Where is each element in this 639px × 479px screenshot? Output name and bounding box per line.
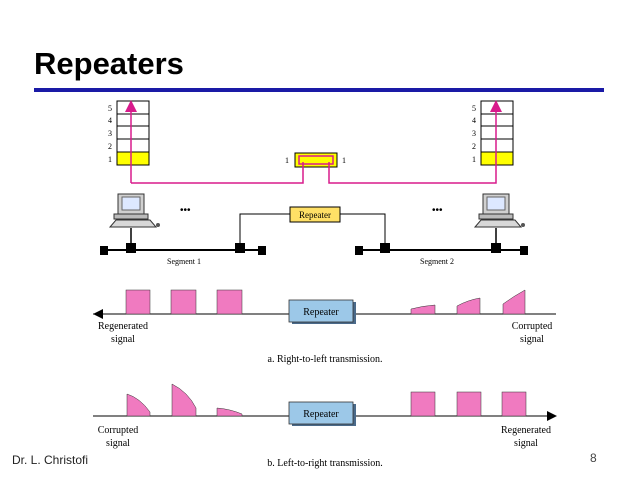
panel-a-left-label-1: Regenerated: [98, 321, 148, 332]
repeater-left-link: [239, 213, 290, 243]
layer-1-label: 1: [108, 155, 112, 164]
panel-a-regenerated-pulses: [125, 289, 243, 315]
layer-1-label: 1: [472, 155, 476, 164]
layer-2-label: 2: [108, 142, 112, 151]
path-repeater-to-right: [328, 162, 497, 184]
panel-a-left-label-2: signal: [111, 334, 135, 345]
repeater-port-right: 1: [342, 156, 346, 165]
panel-b-caption: b. Left-to-right transmission.: [267, 458, 383, 469]
right-ellipsis: •••: [432, 205, 443, 216]
left-ellipsis: •••: [180, 205, 191, 216]
footer-author: Dr. L. Christofi: [12, 453, 89, 467]
repeater-right-link: [340, 213, 386, 243]
panel-b-regenerated-pulses: [410, 391, 527, 417]
path-left-to-repeater: [131, 162, 304, 184]
layer-5-label: 5: [108, 104, 112, 113]
repeater-port-left: 1: [285, 156, 289, 165]
layer-5-label: 5: [472, 104, 476, 113]
panel-b-left-label-2: signal: [106, 438, 130, 449]
layer-4-label: 4: [108, 116, 112, 125]
right-computer-icon: [473, 193, 525, 228]
right-layer-stack: 5 4 3 2 1: [472, 100, 514, 166]
repeater-layer1-box: 1 1: [285, 152, 346, 168]
segment-1-label: Segment 1: [167, 257, 201, 266]
left-computer-icon: [108, 193, 160, 228]
panel-a-right-label-1: Corrupted: [512, 321, 553, 332]
panel-b-right-label-1: Regenerated: [501, 425, 551, 436]
panel-a-corrupted-pulses: [410, 289, 526, 315]
segment-2-bus: [355, 243, 528, 255]
panel-b-repeater-label: Repeater: [303, 409, 339, 420]
panel-b-repeater-box: [288, 401, 354, 425]
panel-a-caption: a. Right-to-left transmission.: [268, 354, 383, 365]
panel-a-repeater-label: Repeater: [303, 307, 339, 318]
segment-2-label: Segment 2: [420, 257, 454, 266]
layer-2-label: 2: [472, 142, 476, 151]
slide-title: Repeaters: [34, 46, 184, 81]
panel-a-right-label-2: signal: [520, 334, 544, 345]
page-number: 8: [590, 451, 597, 465]
panel-b-right-label-2: signal: [514, 438, 538, 449]
title-underline: [34, 88, 604, 92]
left-layer-stack: 5 4 3 2 1: [108, 100, 150, 166]
segment-1-bus: [100, 243, 266, 255]
panel-b-left-label-1: Corrupted: [98, 425, 139, 436]
layer-3-label: 3: [472, 129, 476, 138]
layer-3-label: 3: [108, 129, 112, 138]
repeater-label: Repeater: [299, 210, 331, 220]
panel-b-corrupted-pulses: [126, 383, 243, 417]
layer-4-label: 4: [472, 116, 476, 125]
panel-a-repeater-box: [288, 299, 354, 323]
